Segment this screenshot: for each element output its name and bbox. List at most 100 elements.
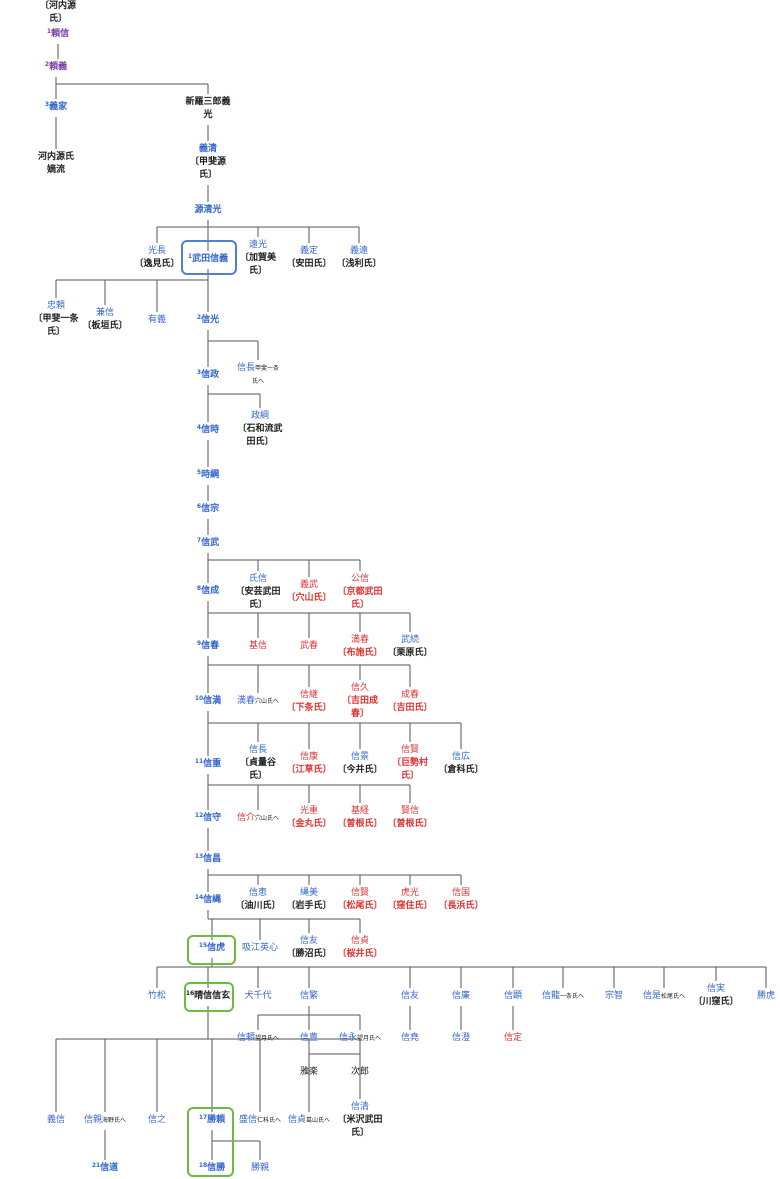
person-nobukore[interactable]: 信顕 bbox=[504, 990, 522, 1003]
person-nobuyori[interactable]: 信頼望月氏へ bbox=[237, 1032, 279, 1045]
person-takeharu[interactable]: 武春 bbox=[300, 640, 318, 653]
person-yoriyoshi[interactable]: 2頼義 bbox=[45, 61, 67, 74]
person-nobumasa[interactable]: 3信政 bbox=[197, 369, 219, 382]
person-nobuhisa[interactable]: 信久〔吉田成春〕 bbox=[342, 682, 378, 721]
name-text: 新羅三郎義 bbox=[185, 97, 231, 107]
person-katsuyori[interactable]: 17勝頼 bbox=[199, 1114, 225, 1127]
person-nobutake[interactable]: 7信武 bbox=[197, 537, 219, 550]
person-yoshisada[interactable]: 義定〔安田氏〕 bbox=[286, 245, 331, 271]
person-takematsu[interactable]: 竹松 bbox=[148, 990, 166, 1003]
person-nobusato[interactable]: 信恵〔油川氏〕 bbox=[235, 887, 280, 913]
person-masatsuna[interactable]: 政綱〔石和流武田氏〕 bbox=[237, 410, 282, 449]
person-motoyasu[interactable]: 基経〔曽根氏〕 bbox=[337, 805, 382, 831]
person-nobumitsu[interactable]: 2信光 bbox=[197, 314, 219, 327]
person-nobushige-t[interactable]: 信繁 bbox=[300, 990, 318, 1003]
person-mitsuharu-fuse[interactable]: 満春〔布施氏〕 bbox=[337, 634, 382, 660]
person-nobukado[interactable]: 信廉 bbox=[452, 990, 470, 1003]
person-nobukuni[interactable]: 信国〔長浜氏〕 bbox=[438, 887, 483, 913]
person-nobukage[interactable]: 信景〔今井氏〕 bbox=[337, 751, 382, 777]
person-nobumasa-13[interactable]: 13信昌 bbox=[195, 853, 221, 866]
name-text: 信貞 bbox=[287, 1115, 306, 1125]
name-text: 義武 bbox=[299, 580, 319, 590]
person-nobusada-2[interactable]: 信定 bbox=[504, 1032, 522, 1045]
person-nobumitsu-10[interactable]: 10信満 bbox=[195, 695, 221, 708]
person-mitsushige[interactable]: 光重〔金丸氏〕 bbox=[286, 805, 331, 831]
person-nobutatsu-ichijo[interactable]: 信龍一条氏へ bbox=[542, 990, 584, 1003]
person-yoshimitsu[interactable]: 新羅三郎義光 bbox=[185, 96, 230, 122]
person-nobuzane-kawakubo[interactable]: 信実〔川窪氏〕 bbox=[693, 983, 738, 1009]
person-nobumune[interactable]: 6信宗 bbox=[197, 503, 219, 516]
person-kawachi-genji-top[interactable]: 〔河内源氏〕 bbox=[40, 0, 76, 26]
person-name: 河内源氏 bbox=[38, 151, 74, 164]
person-nobunaga-ichijo[interactable]: 信長甲斐一条氏へ bbox=[237, 362, 279, 388]
person-name: 2信光 bbox=[197, 314, 219, 327]
person-nobumichi[interactable]: 21信道 bbox=[92, 1162, 118, 1175]
person-name: 満春穴山氏へ bbox=[237, 695, 279, 708]
person-nobusada[interactable]: 信貞〔桜井氏〕 bbox=[337, 935, 382, 961]
person-nobusada-katsurayama[interactable]: 信貞葛山氏へ bbox=[288, 1114, 330, 1127]
person-mitsunaga[interactable]: 光長〔逸見氏〕 bbox=[134, 245, 179, 271]
person-sochi[interactable]: 宗智 bbox=[605, 990, 623, 1003]
person-morinobu[interactable]: 盛信仁科氏へ bbox=[239, 1114, 281, 1127]
person-tokitsuna[interactable]: 5時綱 bbox=[197, 469, 219, 482]
person-taketsugu[interactable]: 武続〔栗原氏〕 bbox=[387, 634, 432, 660]
name-text: 義遠 bbox=[349, 246, 369, 256]
person-tadayori[interactable]: 忠頼〔甲斐一条氏〕 bbox=[33, 300, 78, 339]
person-nobukata[interactable]: 信賢〔巨勢村氏〕 bbox=[392, 744, 428, 783]
person-nobunaga-henmi[interactable]: 信長〔貞量谷氏〕 bbox=[240, 744, 276, 783]
person-yoshiie[interactable]: 3義家 bbox=[45, 101, 67, 114]
person-nobusuke[interactable]: 信介穴山氏へ bbox=[237, 812, 279, 825]
person-nobushige[interactable]: 11信重 bbox=[195, 758, 221, 771]
person-nobutsune[interactable]: 信継〔下条氏〕 bbox=[286, 689, 331, 715]
person-yoshikiyo[interactable]: 義清〔甲斐源氏〕 bbox=[190, 143, 226, 182]
person-inuchiyo[interactable]: 犬千代 bbox=[244, 990, 271, 1003]
person-katsutora[interactable]: 勝虎 bbox=[757, 990, 775, 1003]
person-yorinobu[interactable]: 1頼信 bbox=[47, 28, 69, 41]
person-yoshinobu[interactable]: 義信 bbox=[47, 1114, 65, 1127]
person-nobutomo-2[interactable]: 信友 bbox=[401, 990, 419, 1003]
person-nobuhiro[interactable]: 信広〔倉科氏〕 bbox=[438, 751, 483, 777]
person-nobuzane-matsuo[interactable]: 信是松尾氏へ bbox=[643, 990, 685, 1003]
person-nobumori[interactable]: 12信守 bbox=[195, 812, 221, 825]
person-yoshito[interactable]: 義遠〔浅利氏〕 bbox=[336, 245, 381, 271]
person-nobutomo-katsunuma[interactable]: 信友〔勝沼氏〕 bbox=[286, 935, 331, 961]
name-text: 信満 bbox=[203, 696, 222, 706]
person-nobuharu-9[interactable]: 9信春 bbox=[197, 640, 219, 653]
person-nobukata-matsuo[interactable]: 信賢〔松尾氏〕 bbox=[337, 887, 382, 913]
person-jiro[interactable]: 次郎 bbox=[351, 1066, 369, 1079]
person-kawachi-genji-main[interactable]: 河内源氏嫡流 bbox=[38, 151, 74, 177]
person-ujinobu[interactable]: 氏信〔安芸武田氏〕 bbox=[235, 573, 280, 612]
person-shingen[interactable]: 16晴信信玄 bbox=[186, 990, 230, 1003]
person-nobunari[interactable]: 8信成 bbox=[197, 585, 219, 598]
person-nobuchika-unno[interactable]: 信親海野氏へ bbox=[84, 1114, 126, 1127]
person-nobutoki[interactable]: 4信時 bbox=[197, 424, 219, 437]
person-nobunaga-mochizuki[interactable]: 信永望月氏へ bbox=[339, 1032, 381, 1045]
person-nobutoyo[interactable]: 信豊 bbox=[300, 1032, 318, 1045]
person-kyugo-eishin[interactable]: 吸江英心 bbox=[242, 942, 278, 955]
person-motonobu[interactable]: 基信 bbox=[249, 640, 267, 653]
person-name: 信顕 bbox=[504, 990, 522, 1003]
person-tsunayoshi[interactable]: 縄美〔岩手氏〕 bbox=[286, 887, 331, 913]
person-nobutsuna[interactable]: 14信縄 bbox=[195, 894, 221, 907]
person-mitsuharu-anayama[interactable]: 満春穴山氏へ bbox=[237, 695, 279, 708]
person-nobusumi[interactable]: 信澄 bbox=[452, 1032, 470, 1045]
name-text: 信宗 bbox=[201, 504, 220, 514]
person-nobukiyo[interactable]: 信清〔米沢武田氏〕 bbox=[337, 1101, 382, 1140]
person-nobukatsu[interactable]: 18信勝 bbox=[199, 1162, 225, 1175]
person-nobuyoshi[interactable]: 1武田信義 bbox=[188, 253, 228, 266]
person-naruharu[interactable]: 成春〔吉田氏〕 bbox=[387, 689, 432, 715]
person-yoshitake[interactable]: 義武〔穴山氏〕 bbox=[286, 579, 331, 605]
person-kanenobu[interactable]: 兼信〔板垣氏〕 bbox=[82, 307, 127, 333]
person-kiyomitsu[interactable]: 源清光 bbox=[194, 204, 221, 217]
person-kiminobu[interactable]: 公信〔京都武田氏〕 bbox=[337, 573, 382, 612]
person-katsuchika[interactable]: 勝親 bbox=[251, 1162, 269, 1175]
person-nobuaki[interactable]: 信堯 bbox=[401, 1032, 419, 1045]
person-ariyoshi[interactable]: 有義 bbox=[148, 314, 166, 327]
person-toramitsu[interactable]: 虎光〔窪住氏〕 bbox=[387, 887, 432, 913]
person-toomitsu[interactable]: 遠光〔加賀美氏〕 bbox=[240, 239, 276, 278]
person-katanobu[interactable]: 賢信〔曽根氏〕 bbox=[387, 805, 432, 831]
person-garaku[interactable]: 雅楽 bbox=[300, 1066, 318, 1079]
person-nobuyuki[interactable]: 信之 bbox=[148, 1114, 166, 1127]
person-nobutora[interactable]: 15信虎 bbox=[199, 942, 225, 955]
person-nobuyasu[interactable]: 信康〔江草氏〕 bbox=[286, 751, 331, 777]
